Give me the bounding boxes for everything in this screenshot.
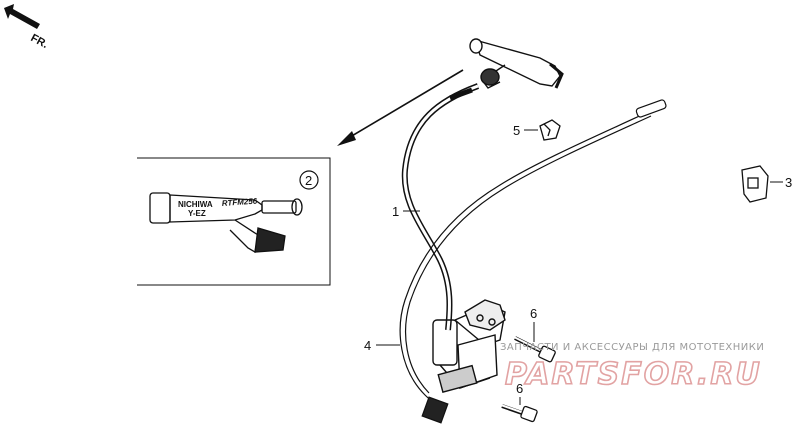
callout-4: 4 [364, 338, 371, 353]
stop-switch-wire [399, 99, 667, 424]
callout-1: 1 [392, 204, 399, 219]
high-tension-cord [401, 83, 480, 331]
callout-3: 3 [785, 175, 792, 190]
wire-clamp [539, 119, 561, 141]
inset-model: Y-EZ [188, 209, 206, 218]
spark-plug-cap-inset [149, 192, 303, 254]
watermark-tagline: ЗАПЧАСТИ И АКСЕССУАРЫ ДЛЯ МОТОТЕХНИКИ [500, 342, 764, 353]
spark-plug-cap [469, 38, 564, 89]
direction-label: FR. [29, 32, 50, 51]
flange-bolt-upper [513, 336, 556, 363]
callout-6-upper: 6 [530, 306, 537, 321]
callout-6-lower: 6 [516, 381, 523, 396]
callout-circle-2 [299, 170, 319, 190]
inset-pointer-arrow [337, 69, 464, 146]
inset-brand: NICHIWA [178, 200, 213, 209]
watermark-logo: PARTSFOR.RU [505, 357, 762, 392]
front-direction-arrow: FR. [4, 4, 50, 51]
inset-part-code: RTFM256 [222, 197, 259, 208]
clip-nut [741, 165, 769, 203]
ignition-coil [432, 299, 506, 393]
callout-5: 5 [513, 123, 520, 138]
flange-bolt-lower [500, 404, 538, 423]
inset-box: 2 NICHIWA Y-EZ RTFM256 [137, 157, 331, 286]
watermark: ЗАПЧАСТИ И АКСЕССУАРЫ ДЛЯ МОТОТЕХНИКИ PA… [500, 342, 764, 393]
callout-2: 2 [305, 173, 312, 188]
leader-lines [376, 129, 783, 405]
